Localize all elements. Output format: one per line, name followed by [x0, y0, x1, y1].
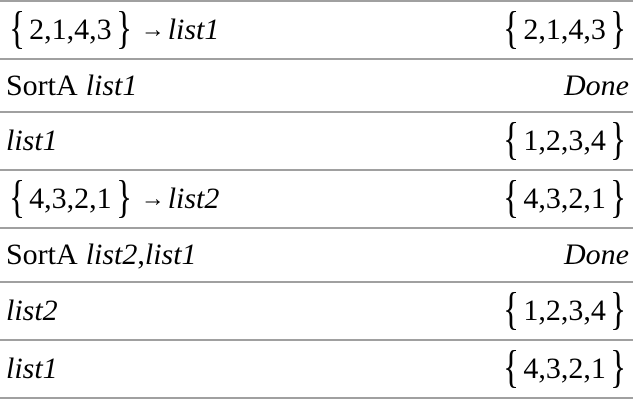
separator-line — [0, 397, 633, 399]
history-entry[interactable]: list1 { 4,3,2,1 } — [0, 341, 633, 397]
close-brace: } — [609, 2, 626, 53]
list-result: { 1,2,3,4 } — [500, 113, 629, 164]
variable-name: list1 — [6, 124, 58, 157]
entry-input[interactable]: SortA list2 , list1 — [6, 229, 197, 281]
open-brace: { — [503, 341, 520, 392]
store-arrow-icon: → — [140, 16, 165, 43]
variable-name: list2 — [85, 238, 138, 271]
variable-name: list2 — [6, 294, 58, 327]
list-literal: { 2,1,4,3 } — [6, 2, 135, 53]
entry-output[interactable]: { 1,2,3,4 } — [500, 113, 629, 169]
argument-separator: , — [137, 238, 145, 271]
store-arrow-icon: → — [140, 185, 165, 212]
list-result: { 1,2,3,4 } — [500, 283, 629, 334]
separator-line — [0, 281, 633, 283]
entry-input[interactable]: list2 — [6, 283, 58, 339]
variable-name: list1 — [6, 352, 58, 385]
list-elements: 1,2,3,4 — [523, 294, 606, 327]
command-name: SortA — [6, 68, 78, 102]
close-brace: } — [609, 171, 626, 222]
history-entry[interactable]: SortA list2 , list1 Done — [0, 229, 633, 281]
history-entry[interactable]: { 4,3,2,1 } → list2 { 4,3,2,1 } — [0, 171, 633, 227]
list-elements: 4,3,2,1 — [523, 352, 606, 385]
history-entry[interactable]: { 2,1,4,3 } → list1 { 2,1,4,3 } — [0, 2, 633, 58]
open-brace: { — [9, 171, 26, 222]
open-brace: { — [503, 171, 520, 222]
command-name: SortA — [6, 238, 78, 271]
entry-output[interactable]: { 4,3,2,1 } — [500, 341, 629, 397]
list-elements: 4,3,2,1 — [523, 182, 606, 215]
entry-output[interactable]: Done — [564, 229, 629, 281]
history-entry[interactable]: SortA list1 Done — [0, 60, 633, 111]
close-brace: } — [115, 2, 132, 53]
close-brace: } — [609, 113, 626, 164]
list-result: { 4,3,2,1 } — [500, 341, 629, 392]
entry-output[interactable]: { 4,3,2,1 } — [500, 171, 629, 227]
result-text: Done — [564, 68, 629, 102]
entry-input[interactable]: list1 — [6, 341, 58, 397]
separator-line — [0, 0, 633, 2]
close-brace: } — [115, 171, 132, 222]
open-brace: { — [9, 2, 26, 53]
separator-line — [0, 169, 633, 171]
entry-output[interactable]: { 2,1,4,3 } — [500, 2, 629, 58]
list-elements: 2,1,4,3 — [523, 13, 606, 46]
close-brace: } — [609, 341, 626, 392]
separator-line — [0, 58, 633, 60]
entry-input[interactable]: SortA list1 — [6, 60, 137, 111]
entry-input[interactable]: list1 — [6, 113, 58, 169]
list-result: { 2,1,4,3 } — [500, 2, 629, 53]
list-elements: 2,1,4,3 — [29, 13, 112, 46]
result-text: Done — [564, 238, 629, 271]
variable-name: list1 — [144, 238, 197, 271]
entry-input[interactable]: { 2,1,4,3 } → list1 — [6, 2, 219, 58]
close-brace: } — [609, 283, 626, 334]
variable-name: list2 — [167, 182, 220, 215]
list-literal: { 4,3,2,1 } — [6, 171, 135, 222]
open-brace: { — [503, 2, 520, 53]
variable-name: list1 — [167, 13, 220, 46]
entry-output[interactable]: { 1,2,3,4 } — [500, 283, 629, 339]
separator-line — [0, 339, 633, 341]
entry-output[interactable]: Done — [564, 60, 629, 111]
separator-line — [0, 227, 633, 229]
list-elements: 4,3,2,1 — [29, 182, 112, 215]
variable-name: list1 — [85, 68, 138, 102]
history-entry[interactable]: list2 { 1,2,3,4 } — [0, 283, 633, 339]
list-result: { 4,3,2,1 } — [500, 171, 629, 222]
separator-line — [0, 111, 633, 113]
entry-input[interactable]: { 4,3,2,1 } → list2 — [6, 171, 219, 227]
history-entry[interactable]: list1 { 1,2,3,4 } — [0, 113, 633, 169]
open-brace: { — [503, 283, 520, 334]
open-brace: { — [503, 113, 520, 164]
list-elements: 1,2,3,4 — [523, 124, 606, 157]
